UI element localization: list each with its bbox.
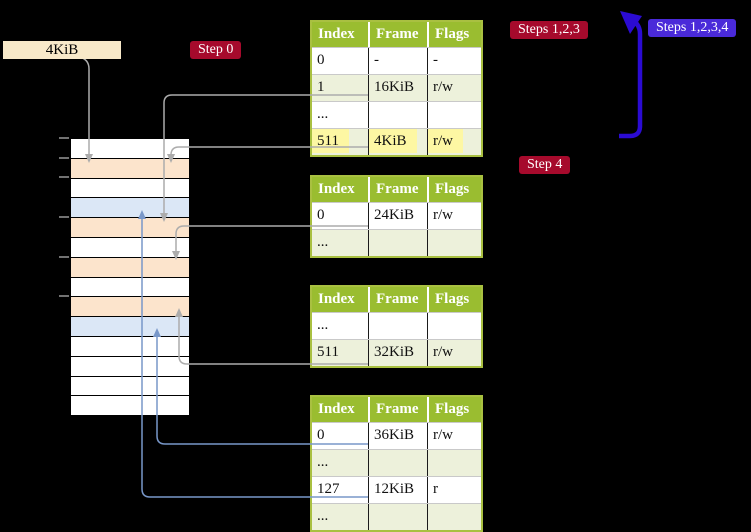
cell-frame: 12KiB [368, 477, 427, 503]
header-index: Index [318, 401, 355, 417]
cell-flags [427, 313, 481, 339]
table-row: 1 16KiB r/w [312, 74, 481, 101]
memory-row-frame-page-table [71, 218, 189, 238]
cell-frame: 36KiB [368, 423, 427, 449]
cell-flags [427, 504, 481, 530]
cell-index: 127 [317, 481, 340, 497]
recursive-loop-arrow [619, 11, 643, 139]
memory-row-frame-white [71, 178, 189, 199]
table-row: ... [312, 229, 481, 256]
highlighted-value: 4KiB [369, 129, 417, 153]
header-index: Index [318, 181, 355, 197]
badge-steps-1-2-3-4: Steps 1,2,3,4 [648, 19, 737, 37]
cell-flags: r/w [427, 203, 481, 229]
highlighted-value: r/w [428, 129, 463, 153]
cell-frame [368, 504, 427, 530]
cell-index: ... [317, 317, 329, 333]
memory-row-frame-white [71, 376, 189, 397]
header-frame: Frame [368, 22, 427, 47]
cell-frame: - [368, 48, 427, 74]
table-row-recursive-entry: 511 4KiB r/w [312, 128, 481, 155]
cell-index: 1 [317, 79, 325, 95]
table-header: Index Frame Flags [312, 397, 481, 422]
highlighted-value: 511 [312, 129, 349, 153]
memory-row-frame-white [71, 336, 189, 357]
cell-frame: 4KiB [368, 129, 427, 155]
badge-steps-1-2-3: Steps 1,2,3 [510, 21, 588, 39]
badge-step-0: Step 0 [190, 41, 242, 59]
frame-address-label: 4KiB [3, 41, 121, 59]
header-flags: Flags [427, 287, 481, 312]
table-header: Index Frame Flags [312, 287, 481, 312]
table-header: Index Frame Flags [312, 177, 481, 202]
memory-row-frame-mapped [71, 317, 189, 337]
table-header: Index Frame Flags [312, 22, 481, 47]
cell-flags [427, 102, 481, 128]
header-flags: Flags [427, 22, 481, 47]
cell-index: ... [317, 234, 329, 250]
page-table-level-2: Index Frame Flags ... 511 32KiB r/w [310, 285, 483, 368]
memory-address-ticks [59, 137, 69, 297]
cell-flags: - [427, 48, 481, 74]
table-row: 0 - - [312, 47, 481, 74]
memory-column [70, 138, 190, 417]
cell-flags: r/w [427, 340, 481, 366]
cell-frame: 32KiB [368, 340, 427, 366]
cell-frame [368, 230, 427, 256]
header-index: Index [318, 291, 355, 307]
cell-frame: 16KiB [368, 75, 427, 101]
recursive-loop-arrowhead [620, 11, 642, 34]
memory-row-frame-page-table [71, 297, 189, 318]
page-table-level-4: Index Frame Flags 0 - - 1 16KiB r/w ... … [310, 20, 483, 157]
memory-row-frame-page-table [71, 257, 189, 278]
table-row: 0 36KiB r/w [312, 422, 481, 449]
header-flags: Flags [427, 177, 481, 202]
memory-row-frame-white [71, 396, 189, 416]
memory-row-frame-mapped [71, 198, 189, 219]
table-row: ... [312, 312, 481, 339]
cell-index: 0 [317, 427, 325, 443]
memory-row-frame-white [71, 356, 189, 377]
badge-step-4: Step 4 [519, 156, 571, 174]
cell-index: ... [317, 106, 329, 122]
cell-index: 0 [317, 52, 325, 68]
cell-index: ... [317, 454, 329, 470]
memory-row-frame-white [71, 139, 189, 159]
memory-row-frame-white [71, 237, 189, 258]
table-row: ... [312, 101, 481, 128]
recursive-loop-arrow-shaft [619, 17, 643, 139]
cell-frame [368, 102, 427, 128]
page-table-level-3: Index Frame Flags 0 24KiB r/w ... [310, 175, 483, 258]
memory-row-frame-white [71, 277, 189, 298]
cell-flags: r/w [427, 423, 481, 449]
cell-flags: r/w [427, 75, 481, 101]
cell-flags: r [427, 477, 481, 503]
table-row: 511 32KiB r/w [312, 339, 481, 366]
table-row: ... [312, 503, 481, 530]
cell-index: 0 [317, 207, 325, 223]
cell-frame: 24KiB [368, 203, 427, 229]
header-frame: Frame [368, 177, 427, 202]
header-flags: Flags [427, 397, 481, 422]
cell-index: ... [317, 508, 329, 524]
cell-flags [427, 450, 481, 476]
page-table-level-1: Index Frame Flags 0 36KiB r/w ... 127 12… [310, 395, 483, 532]
cell-index: 511 [312, 129, 368, 155]
cell-index: 511 [317, 344, 339, 360]
table-row: 0 24KiB r/w [312, 202, 481, 229]
cell-frame [368, 450, 427, 476]
header-frame: Frame [368, 397, 427, 422]
cell-flags: r/w [427, 129, 481, 155]
cell-flags [427, 230, 481, 256]
table-row: 127 12KiB r [312, 476, 481, 503]
header-frame: Frame [368, 287, 427, 312]
memory-row-frame-page-table [71, 158, 189, 179]
cell-frame [368, 313, 427, 339]
table-row: ... [312, 449, 481, 476]
header-index: Index [318, 26, 355, 42]
